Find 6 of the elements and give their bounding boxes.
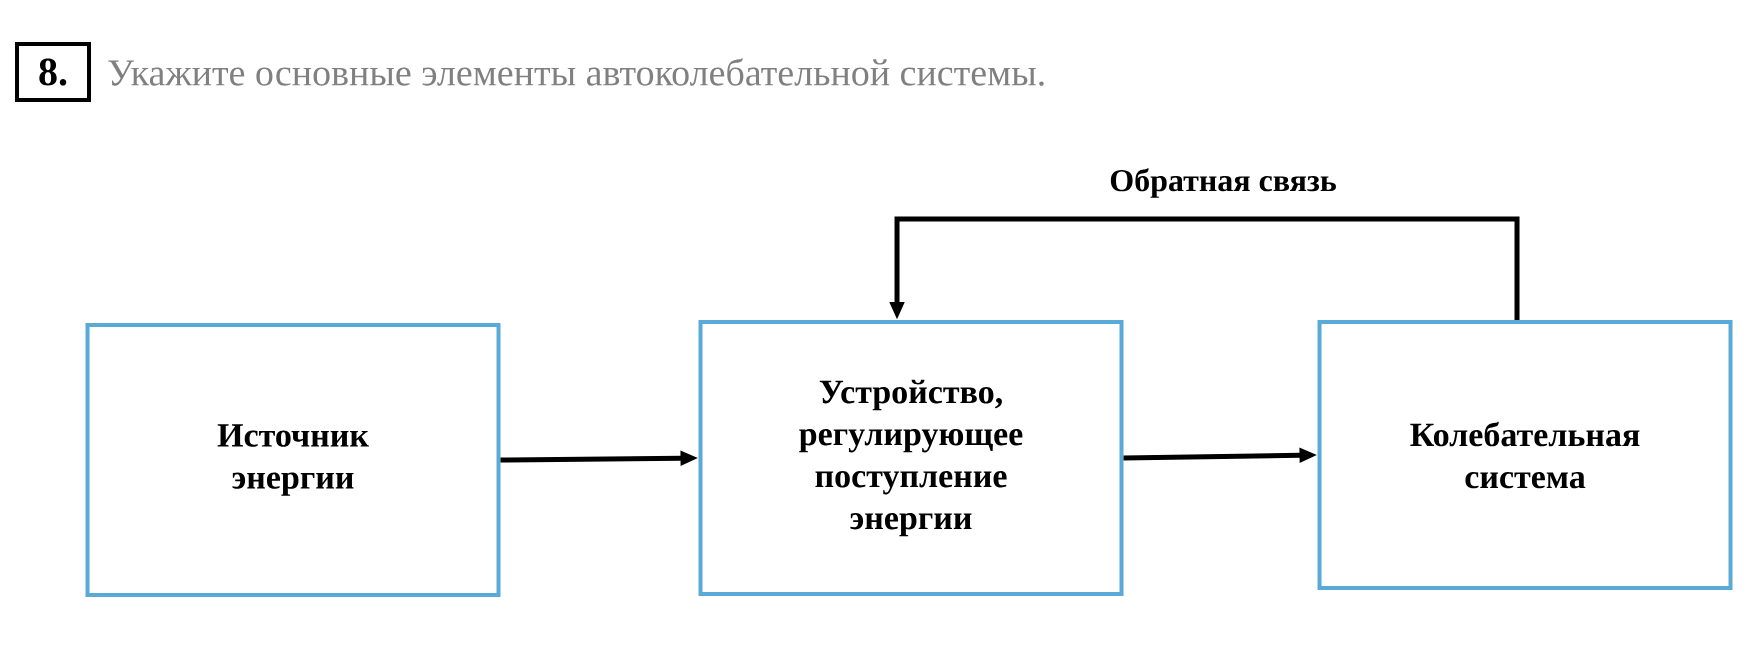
edge-label: Обратная связь: [1107, 166, 1339, 200]
process-box: Источник энергии: [85, 323, 501, 597]
number-box: 8.: [15, 42, 91, 102]
task-text: Укажите основные элементы автоколебательной системы.: [108, 58, 1044, 86]
process-box: Устройство, регулирующее поступление энергии: [698, 320, 1124, 596]
process-box: Колебательная система: [1317, 320, 1733, 590]
